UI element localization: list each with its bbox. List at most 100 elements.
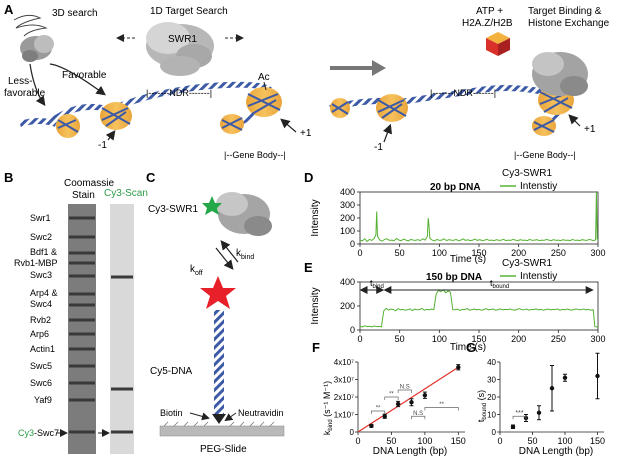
swc7-cy3-prefix: Cy3 <box>18 428 34 438</box>
t-bound-sub: bound <box>493 284 510 290</box>
atp-label-2: H2A.Z/H2B <box>462 18 513 29</box>
gel-band <box>69 364 95 368</box>
gel-band <box>69 381 95 385</box>
dna-strand-left-end <box>19 118 58 127</box>
minus1-arrow-left <box>105 130 116 141</box>
band-label: Swc3 <box>30 270 52 280</box>
x-tick-label: 0 <box>357 334 362 344</box>
data-point <box>549 386 555 391</box>
x-tick-label: 200 <box>511 334 526 344</box>
ylabel-f: kbind (s⁻¹ M⁻¹) <box>322 381 334 435</box>
data-point <box>382 414 387 419</box>
title-e: 150 bp DNA <box>426 272 482 283</box>
kbind-sub: bind <box>241 254 254 261</box>
cy3-band <box>111 275 133 279</box>
koff-label: koff <box>190 264 203 277</box>
band-label: Swc4 <box>30 299 52 309</box>
x-tick-label: 150 <box>471 334 486 344</box>
panel-label-e: E <box>304 260 313 275</box>
gel-band <box>69 332 95 336</box>
data-point <box>395 401 401 407</box>
atp-label-1: ATP + <box>476 6 503 17</box>
x-tick-label: 150 <box>471 248 486 258</box>
ylabel-g: tbound (s) <box>476 390 488 422</box>
transition-arrow <box>330 60 386 76</box>
ac-tick <box>263 81 267 91</box>
band-label: Rvb1-MBP <box>14 258 58 268</box>
legend-d-2: Intenstiy <box>520 181 557 192</box>
x-tick-label: 300 <box>590 248 605 258</box>
cy3-band <box>111 430 133 434</box>
cy3-bands <box>111 275 133 434</box>
data-point <box>536 410 542 415</box>
y-tick-label: 30 <box>487 376 496 385</box>
x-tick-label: 250 <box>551 334 566 344</box>
dna-strand-right <box>329 85 561 111</box>
plot-frame <box>359 281 599 331</box>
biotin-label: Biotin <box>160 408 183 418</box>
ylabel-f-unit: (s⁻¹ M⁻¹) <box>322 381 332 420</box>
x-tick-label: 250 <box>551 248 566 258</box>
gel-band <box>69 261 95 265</box>
x-tick-label: 0 <box>497 436 502 446</box>
title-d: 20 bp DNA <box>430 182 481 193</box>
xlabel-e: Time (s) <box>450 342 486 353</box>
koff-main: k <box>190 264 196 275</box>
koff-sub: off <box>195 270 203 277</box>
x-tick-label: 50 <box>395 248 405 258</box>
band-label: Arp4 & <box>30 288 58 298</box>
nucleosome-gene-body-left <box>220 114 244 134</box>
x-tick-label: 150 <box>451 436 466 446</box>
sig-bracket-100-150 <box>424 407 459 411</box>
gel-band <box>69 216 95 220</box>
nucleosome-less-favorable <box>56 114 80 138</box>
swr1-complex-c <box>216 192 272 236</box>
y-tick-label: 10 <box>487 411 496 420</box>
y-tick-label: 3x10⁷ <box>334 376 354 385</box>
band-label: Actin1 <box>30 344 55 354</box>
kbind-main: k <box>236 248 242 259</box>
legend-e-1: Cy3-SWR1 <box>502 258 552 269</box>
peg-slide-texture <box>163 421 275 427</box>
favorable-arrow <box>49 63 106 96</box>
legend-d-1: Cy3-SWR1 <box>502 168 552 179</box>
minus1-arrow-right <box>382 123 392 143</box>
biotin-arrow <box>189 412 210 421</box>
xlabel-f: DNA Length (bp) <box>373 446 448 457</box>
t-bind-label: tbind <box>370 278 384 290</box>
y-tick-label: 1x10⁷ <box>334 411 354 420</box>
x-tick-label: 200 <box>511 248 526 258</box>
band-label: Rvb2 <box>30 315 51 325</box>
panel-label-b: B <box>4 170 13 185</box>
sig-bracket-20-40 <box>371 410 386 414</box>
t-bound-main: t <box>490 278 493 288</box>
band-label: Arp6 <box>30 329 49 339</box>
data-point <box>369 423 374 429</box>
sig-bracket-20-40-label: ** <box>376 406 381 412</box>
dna-strand-left <box>48 81 272 125</box>
trace-line <box>359 289 599 328</box>
band-label: Yaf9 <box>34 395 52 405</box>
band-label: Swc6 <box>30 378 52 388</box>
less-favorable-arrow <box>29 63 46 106</box>
panel-label-c: C <box>146 170 156 185</box>
gel-band <box>69 303 95 307</box>
swr1-label: SWR1 <box>168 34 197 45</box>
sig-bracket-g-label: *** <box>515 410 523 417</box>
gel-band <box>69 251 95 255</box>
ylabel-g-main: t <box>476 419 486 422</box>
y-tick-label: 400 <box>340 187 355 197</box>
cy3-scan-label: Cy3-Scan <box>104 188 148 199</box>
fit-line <box>357 366 459 433</box>
gel-band <box>69 235 95 239</box>
xlabel-d: Time (s) <box>450 254 486 265</box>
x-tick-label: 150 <box>590 436 605 446</box>
data-point <box>595 373 600 379</box>
minus1-label-right: -1 <box>374 142 383 153</box>
neutravidin-label: Neutravidin <box>238 408 284 418</box>
